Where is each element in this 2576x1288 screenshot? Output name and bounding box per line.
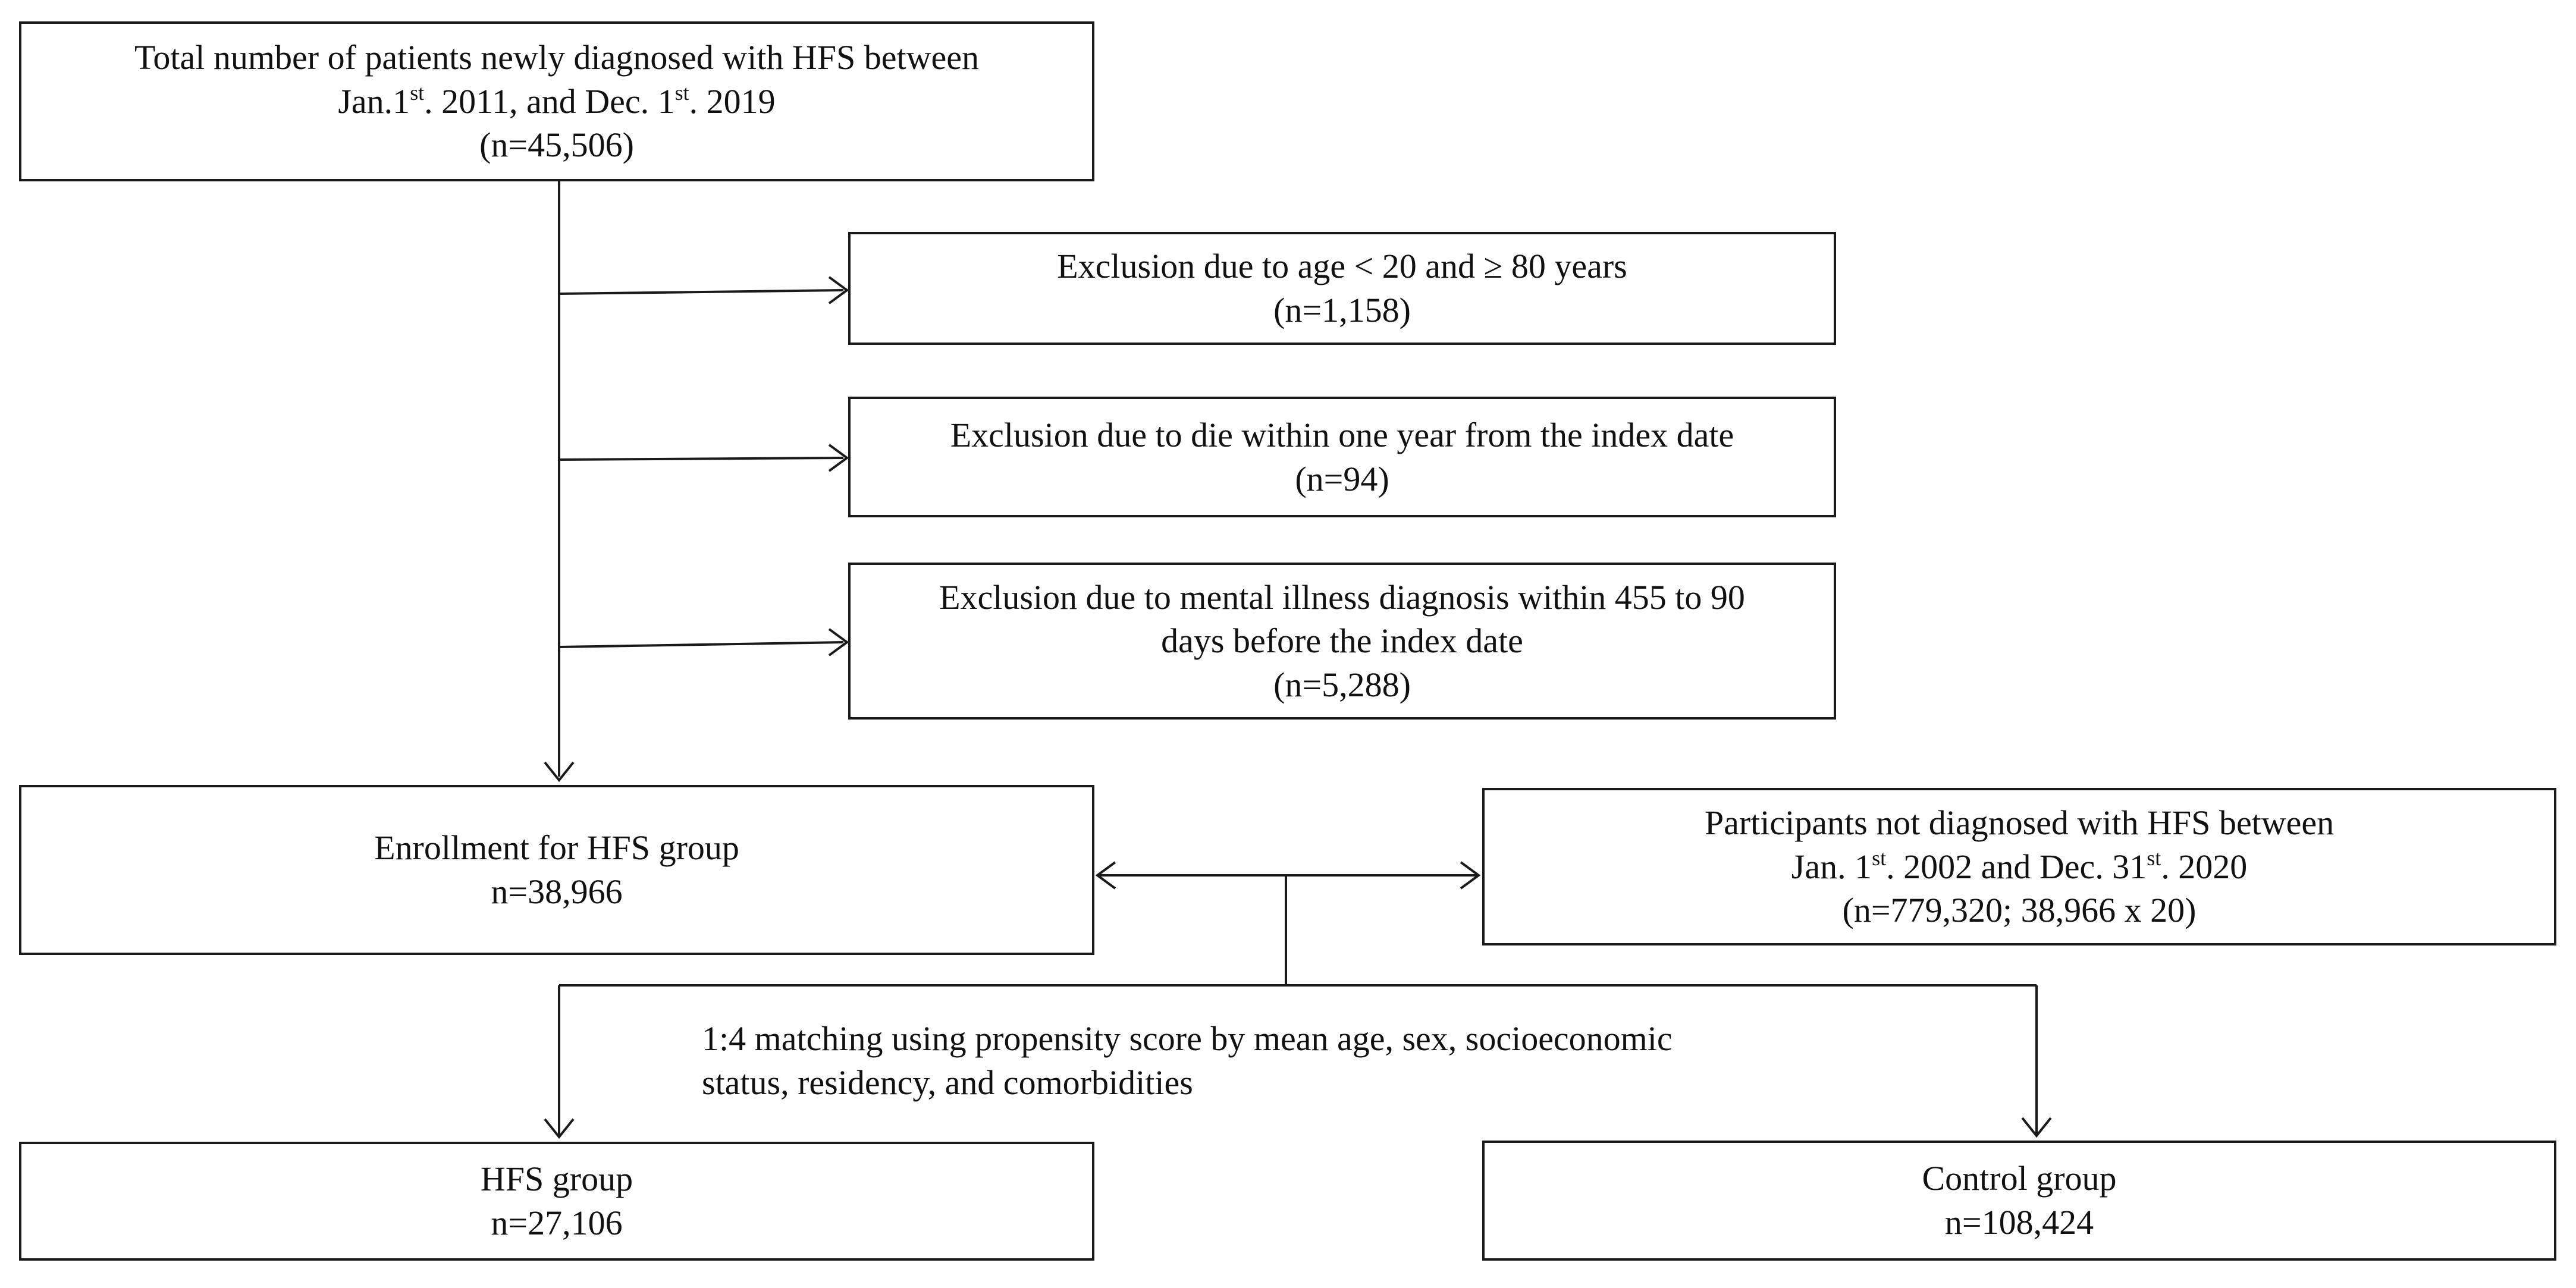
branch-death-arrowhead bbox=[828, 444, 849, 472]
exclusion-age-box: Exclusion due to age < 20 and ≥ 80 years… bbox=[848, 232, 1836, 345]
branch-age-arrowhead bbox=[828, 276, 849, 304]
exclusion-age-count: (n=1,158) bbox=[1273, 291, 1411, 329]
matching-description: 1:4 matching using propensity score by m… bbox=[702, 1017, 1673, 1104]
branch-mental-line bbox=[559, 641, 844, 648]
exclusion-death-count: (n=94) bbox=[1295, 459, 1389, 498]
hfs-group-box: HFS group n=27,106 bbox=[19, 1142, 1094, 1261]
exclusion-mental-line2: days before the index date bbox=[1161, 621, 1523, 661]
branch-age-line bbox=[559, 289, 844, 295]
bidirectional-left-arrowhead bbox=[1095, 861, 1116, 890]
trunk-arrowhead bbox=[544, 761, 575, 783]
control-group-label: Control group bbox=[1922, 1159, 2117, 1198]
total-patients-line2: Jan.1st. 2011, and Dec. 1st. 2019 bbox=[338, 81, 776, 121]
exclusion-mental-line1: Exclusion due to mental illness diagnosi… bbox=[939, 577, 1745, 617]
exclusion-age-label: Exclusion due to age < 20 and ≥ 80 years bbox=[1057, 247, 1627, 286]
hfs-drop-arrowhead bbox=[544, 1118, 575, 1139]
branch-mental-arrowhead bbox=[828, 628, 849, 656]
control-drop-arrowhead bbox=[2021, 1117, 2052, 1138]
exclusion-death-label: Exclusion due to die within one year fro… bbox=[950, 415, 1734, 454]
hfs-group-label: HFS group bbox=[480, 1160, 633, 1199]
branch-death-line bbox=[559, 457, 844, 461]
total-patients-box: Total number of patients newly diagnosed… bbox=[19, 21, 1094, 181]
matching-line1: 1:4 matching using propensity score by m… bbox=[702, 1019, 1673, 1058]
participants-box: Participants not diagnosed with HFS betw… bbox=[1482, 788, 2556, 945]
total-patients-count: (n=45,506) bbox=[479, 125, 634, 165]
enrollment-label: Enrollment for HFS group bbox=[374, 828, 739, 868]
participants-count: (n=779,320; 38,966 x 20) bbox=[1842, 891, 2197, 930]
participants-line1: Participants not diagnosed with HFS betw… bbox=[1704, 803, 2335, 843]
control-group-box: Control group n=108,424 bbox=[1482, 1141, 2556, 1261]
exclusion-mental-box: Exclusion due to mental illness diagnosi… bbox=[848, 563, 1836, 720]
exclusion-death-box: Exclusion due to die within one year fro… bbox=[848, 397, 1836, 517]
total-patients-line1: Total number of patients newly diagnosed… bbox=[134, 38, 979, 77]
enrollment-box: Enrollment for HFS group n=38,966 bbox=[19, 785, 1094, 955]
participants-line2: Jan. 1st. 2002 and Dec. 31st. 2020 bbox=[1791, 846, 2248, 886]
control-group-count: n=108,424 bbox=[1944, 1203, 2094, 1242]
enrollment-count: n=38,966 bbox=[491, 872, 623, 911]
matching-line2: status, residency, and comorbidities bbox=[702, 1063, 1193, 1102]
exclusion-mental-count: (n=5,288) bbox=[1273, 665, 1411, 704]
bidirectional-right-arrowhead bbox=[1460, 861, 1481, 890]
hfs-group-count: n=27,106 bbox=[491, 1204, 623, 1242]
